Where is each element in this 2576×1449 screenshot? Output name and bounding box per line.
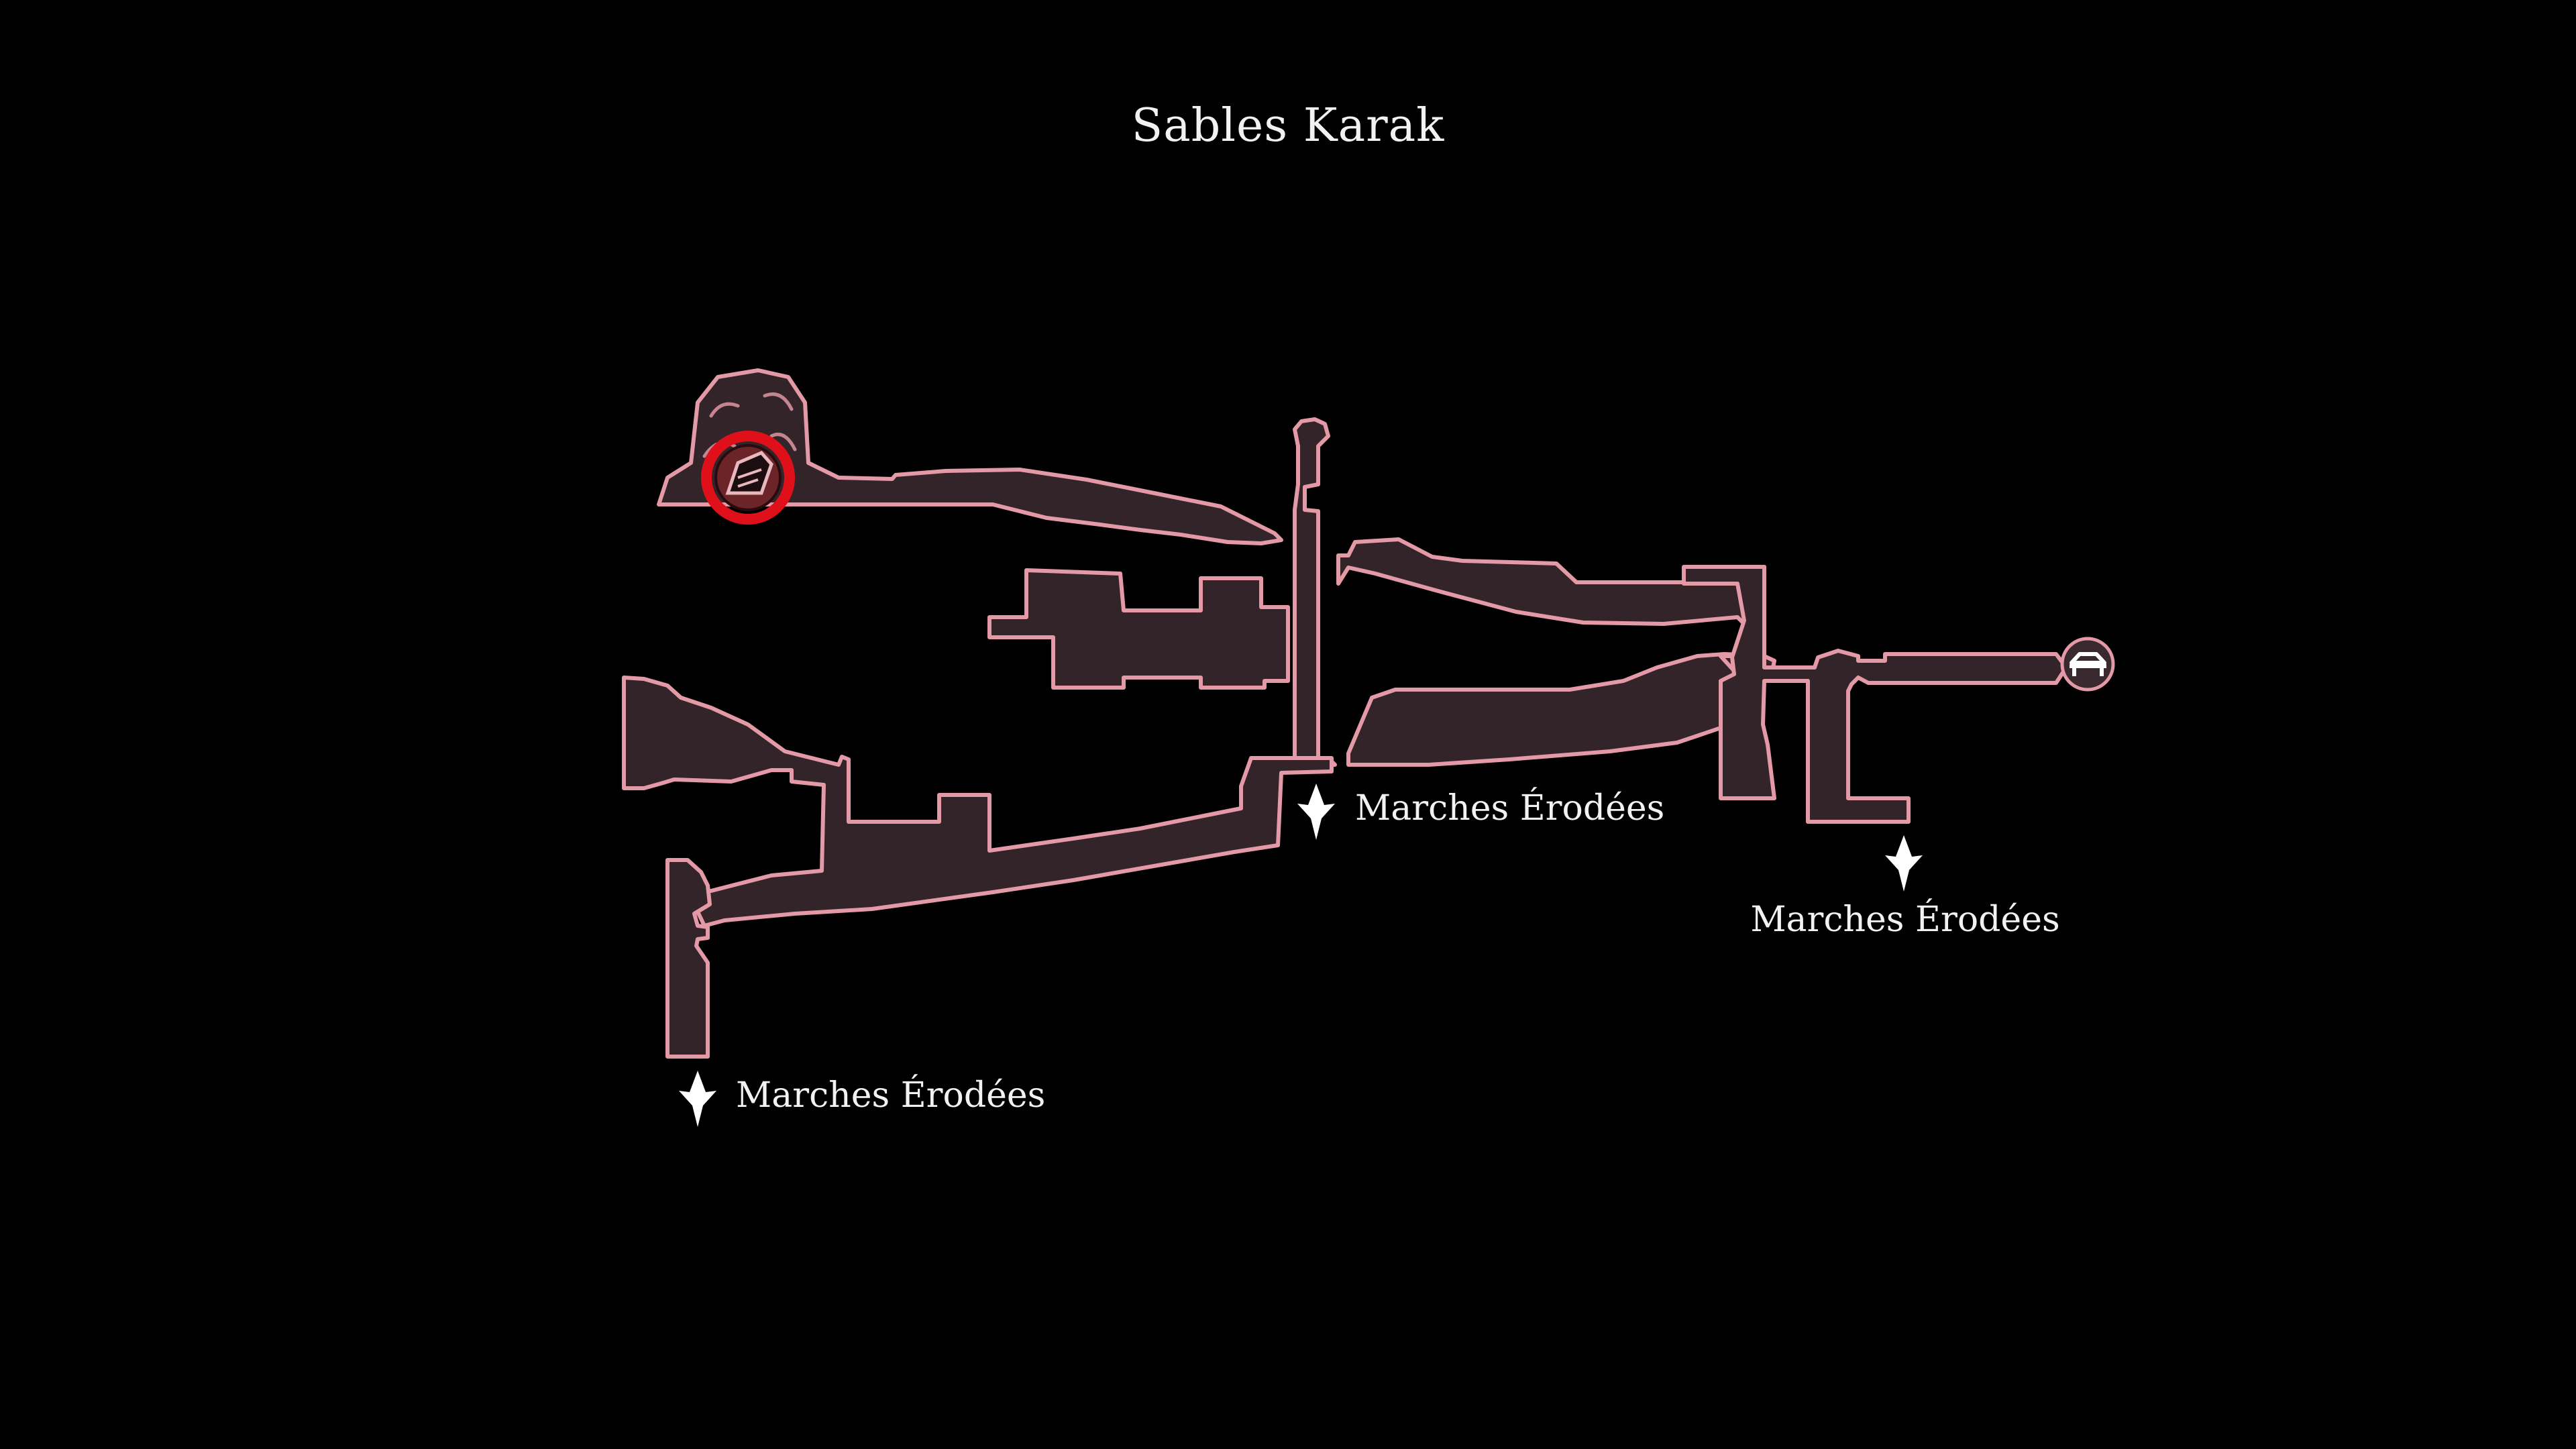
exit-marker-icon	[1885, 835, 1923, 892]
exit-label-3: Marches Érodées	[736, 1074, 1045, 1116]
hunter-horn-icon	[725, 450, 773, 495]
exit-marker-icon	[1297, 784, 1335, 840]
area-title: Sables Karak	[1132, 99, 1445, 152]
map-room-east-tall	[1682, 565, 2068, 824]
map-rooms	[622, 368, 2068, 1059]
exit-label-1: Marches Érodées	[1355, 787, 1664, 828]
exit-marker-1[interactable]: Marches Érodées	[1297, 784, 1664, 840]
red-circle-highlight	[701, 431, 795, 525]
map-room-west-stairs	[622, 676, 1334, 928]
map-room-upper-corridor	[657, 368, 1283, 545]
highlighted-item-marker[interactable]	[701, 431, 795, 525]
exit-marker-icon	[679, 1071, 716, 1127]
bench-icon	[2070, 652, 2106, 676]
exit-marker-2[interactable]: Marches Érodées	[1750, 835, 2060, 940]
map-room-south-west-shaft	[665, 858, 712, 1059]
exit-marker-3[interactable]: Marches Érodées	[679, 1071, 1045, 1127]
map-room-central-shaft	[1293, 417, 1337, 767]
map-room-lower-crescent	[1346, 652, 1760, 767]
exit-label-2: Marches Érodées	[1750, 898, 2059, 940]
bench-marker[interactable]	[2060, 637, 2115, 692]
map-room-west-block	[987, 568, 1290, 690]
